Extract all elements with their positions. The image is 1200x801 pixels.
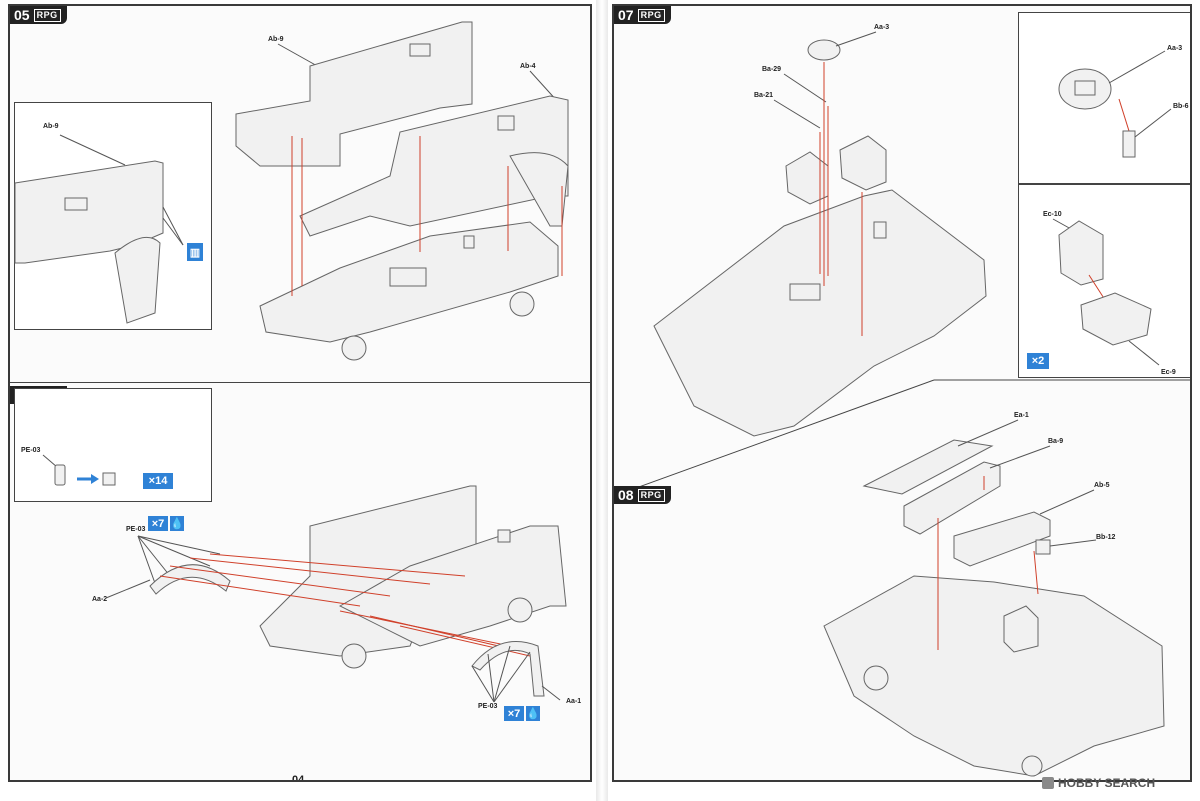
inset-part-label-aa3: Aa-3 (1167, 45, 1183, 52)
step-05-drawing (235, 21, 569, 361)
part-label-aa2: Aa-2 (92, 596, 108, 603)
inset-drawing (14, 134, 184, 324)
part-label-ab5: Ab-5 (1094, 482, 1110, 489)
part-label-aa3: Aa-3 (874, 24, 890, 31)
part-label-bb12: Bb-12 (1096, 534, 1116, 541)
watermark-text: HOBBY SEARCH (1058, 776, 1156, 790)
step-divider (614, 379, 1190, 497)
part-label-ba29: Ba-29 (762, 66, 782, 73)
part-label-ab4: Ab-4 (520, 63, 536, 70)
step-06-drawing (105, 485, 567, 703)
part-label-ea1: Ea-1 (1014, 412, 1029, 419)
hobby-search-logo-icon (1042, 777, 1054, 789)
inset-part-label: Ab-9 (43, 123, 59, 130)
quantity-badge: ×2 (1027, 353, 1049, 369)
step-divider (10, 382, 590, 383)
inset-part-label-ec10: Ec-10 (1043, 211, 1062, 218)
step-07-drawing (653, 31, 987, 437)
step-05-badge: 05 RPG (10, 6, 67, 24)
right-page: 07 RPG Aa-3 Ba-29 Ba-21 Aa-3 Bb-6 (612, 4, 1192, 782)
part-label-pe03-bottom: PE-03 (478, 703, 498, 710)
step-07-badge: 07 RPG (614, 6, 671, 24)
page-number-left: 04 (292, 774, 305, 782)
part-label-ab9: Ab-9 (268, 36, 284, 43)
watermark: HOBBY SEARCH (1042, 776, 1155, 790)
inset-part-label-ec9: Ec-9 (1161, 369, 1176, 376)
step-08-drawing (823, 419, 1165, 777)
rpg-logo: RPG (33, 8, 61, 22)
glue-drop-icon: 💧 (170, 516, 184, 531)
part-label-ba9: Ba-9 (1048, 438, 1064, 445)
part-label-ba21: Ba-21 (754, 92, 774, 99)
inset-part-label-bb6: Bb-6 (1173, 103, 1189, 110)
quantity-badge-top: ×7 (148, 516, 168, 531)
page-gutter (596, 0, 608, 801)
rpg-logo: RPG (637, 488, 665, 502)
step-07-inset-steering: Aa-3 Bb-6 (1018, 12, 1190, 184)
part-label-pe03-top: PE-03 (126, 526, 146, 533)
step-05-inset: Ab-9 ▥ (14, 102, 212, 330)
steering-drawing (1058, 50, 1172, 158)
step-05-number: 05 (14, 7, 30, 23)
step-08-badge: 08 RPG (614, 486, 671, 504)
part-label-aa1: Aa-1 (566, 698, 582, 705)
glue-drop-icon: 💧 (526, 706, 540, 721)
quantity-badge: ×14 (143, 473, 173, 489)
step-07-inset-seats: Ec-10 Ec-9 ×2 (1018, 184, 1190, 378)
pe-part-drawing (42, 454, 116, 486)
hatch-icon: ▥ (187, 243, 203, 261)
step-08-number: 08 (618, 487, 634, 503)
rpg-logo: RPG (637, 8, 665, 22)
inset-part-label-pe03: PE-03 (21, 447, 41, 454)
left-page: 05 RPG Ab-9 ▥ Ab-9 Ab-4 (8, 4, 592, 782)
seat-drawing (1052, 218, 1160, 366)
step-07-number: 07 (618, 7, 634, 23)
step-06-inset: PE-03 ×14 (14, 388, 212, 502)
quantity-badge-bottom: ×7 (504, 706, 524, 721)
